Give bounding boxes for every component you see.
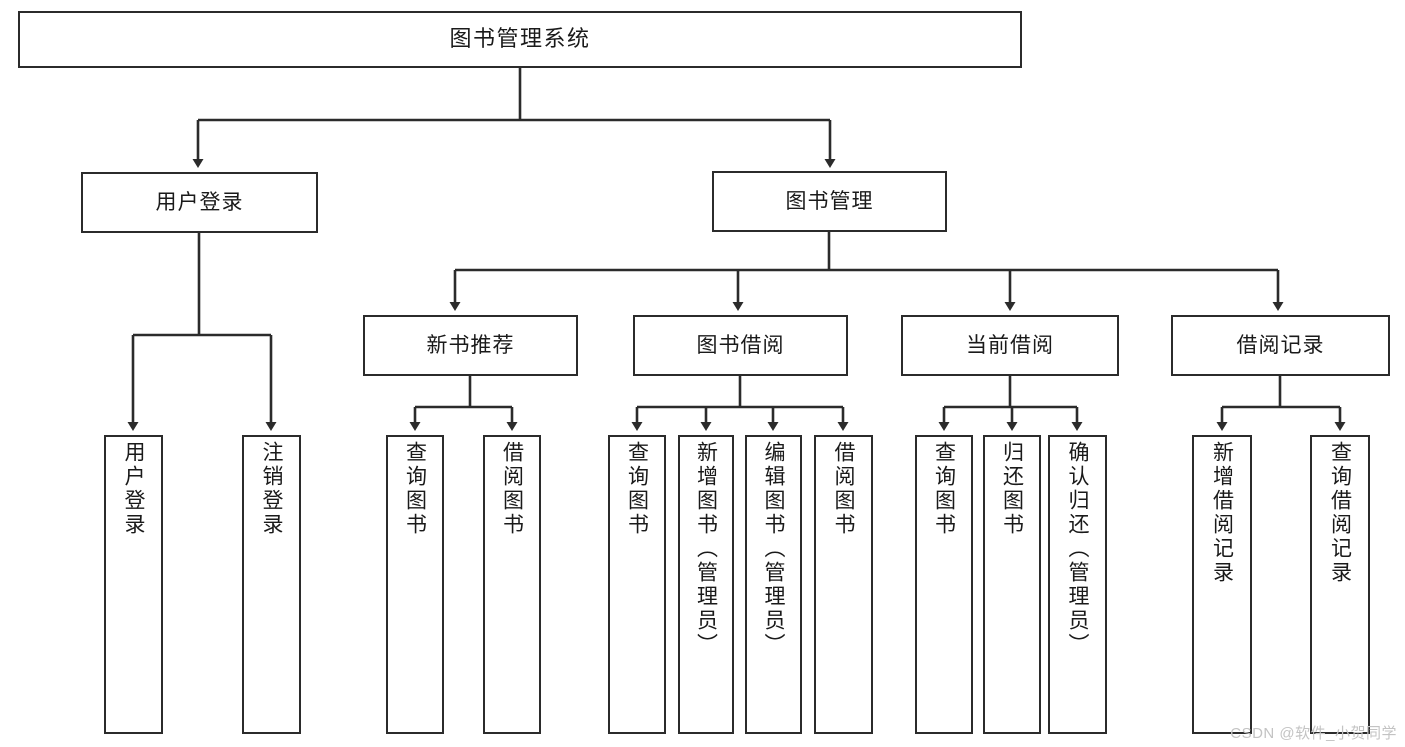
node-leaf-query-borrow-record[interactable]: 查询借阅记录: [1310, 435, 1370, 734]
node-leaf-user-logout-label: 注销登录: [260, 441, 283, 537]
node-leaf-add-book-admin-label: 新增图书（管理员）: [694, 441, 718, 657]
node-leaf-query-book-rec-label: 查询图书: [403, 441, 427, 537]
node-leaf-query-book-rec[interactable]: 查询图书: [386, 435, 444, 734]
node-leaf-borrow-book-rec-label: 借阅图书: [500, 441, 524, 537]
node-book-borrow[interactable]: 图书借阅: [633, 315, 848, 376]
node-root[interactable]: 图书管理系统: [18, 11, 1022, 68]
watermark: CSDN @软件_小贺同学: [1230, 725, 1397, 742]
node-borrow-record[interactable]: 借阅记录: [1171, 315, 1390, 376]
node-book-manage[interactable]: 图书管理: [712, 171, 947, 232]
node-leaf-edit-book-admin[interactable]: 编辑图书（管理员）: [745, 435, 802, 734]
node-leaf-user-login[interactable]: 用户登录: [104, 435, 163, 734]
node-current-borrow-label: 当前借阅: [966, 333, 1054, 357]
node-leaf-user-login-label: 用户登录: [122, 441, 145, 537]
node-leaf-return-book[interactable]: 归还图书: [983, 435, 1041, 734]
node-leaf-query-book-borrow[interactable]: 查询图书: [608, 435, 666, 734]
node-root-label: 图书管理系统: [449, 26, 591, 52]
node-leaf-user-logout[interactable]: 注销登录: [242, 435, 301, 734]
node-leaf-confirm-return-admin[interactable]: 确认归还（管理员）: [1048, 435, 1107, 734]
node-new-book-recommend[interactable]: 新书推荐: [363, 315, 578, 376]
node-leaf-query-book-current[interactable]: 查询图书: [915, 435, 973, 734]
node-leaf-return-book-label: 归还图书: [1000, 441, 1024, 537]
node-leaf-query-book-borrow-label: 查询图书: [625, 441, 649, 537]
node-leaf-borrow-book[interactable]: 借阅图书: [814, 435, 873, 734]
node-user-login[interactable]: 用户登录: [81, 172, 318, 233]
node-borrow-record-label: 借阅记录: [1236, 333, 1325, 357]
node-leaf-add-borrow-record-label: 新增借阅记录: [1210, 441, 1234, 585]
node-leaf-add-borrow-record[interactable]: 新增借阅记录: [1192, 435, 1252, 734]
node-leaf-query-book-current-label: 查询图书: [932, 441, 956, 537]
node-book-borrow-label: 图书借阅: [696, 333, 785, 357]
node-book-manage-label: 图书管理: [785, 189, 874, 213]
node-leaf-add-book-admin[interactable]: 新增图书（管理员）: [678, 435, 734, 734]
node-user-login-label: 用户登录: [155, 190, 244, 214]
node-leaf-borrow-book-label: 借阅图书: [832, 441, 855, 537]
node-leaf-confirm-return-admin-label: 确认归还（管理员）: [1066, 441, 1089, 657]
node-current-borrow[interactable]: 当前借阅: [901, 315, 1119, 376]
node-new-book-recommend-label: 新书推荐: [426, 333, 515, 357]
node-leaf-edit-book-admin-label: 编辑图书（管理员）: [762, 441, 785, 657]
node-leaf-query-borrow-record-label: 查询借阅记录: [1328, 441, 1352, 585]
node-leaf-borrow-book-rec[interactable]: 借阅图书: [483, 435, 541, 734]
